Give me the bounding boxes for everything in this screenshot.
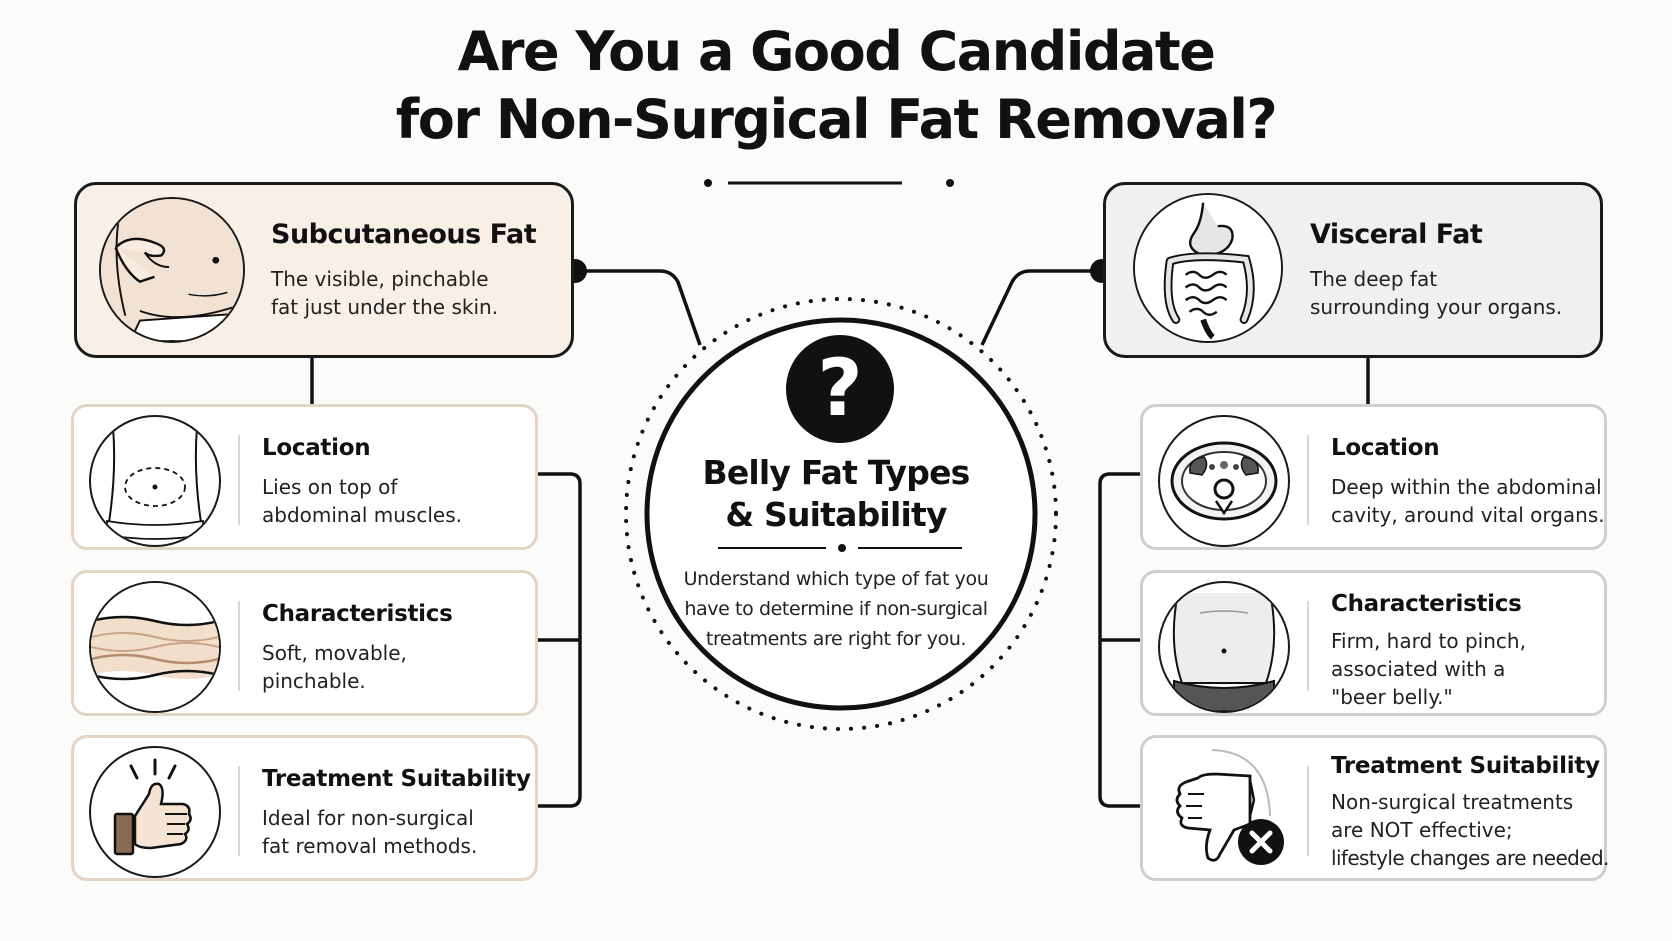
subcutaneous-fat-title: Subcutaneous Fat [271, 219, 537, 250]
pinched-belly-icon [99, 197, 245, 343]
treatment-suitability-text: Non-surgical treatments are NOT effectiv… [1331, 790, 1609, 870]
abdominal-cross-section-icon [1158, 415, 1290, 547]
location-text: Lies on top of abdominal muscles. [262, 475, 462, 527]
question-mark-icon: ? [786, 335, 894, 443]
center-title: Belly Fat Types & Suitability [702, 453, 970, 534]
digestive-organs-icon [1133, 193, 1283, 343]
card-divider [1307, 766, 1309, 856]
center-ring [644, 317, 1038, 711]
visceral-location-card: Location Deep within the abdominal cavit… [1140, 404, 1607, 550]
fat-layer-icon [89, 581, 221, 713]
subcutaneous-characteristics-card: Characteristics Soft, movable, pinchable… [71, 570, 538, 716]
location-text: Deep within the abdominal cavity, around… [1331, 475, 1605, 527]
visceral-fat-description: The deep fat surrounding your organs. [1310, 267, 1563, 319]
characteristics-text: Firm, hard to pinch, associated with a "… [1331, 629, 1526, 709]
center-description: Understand which type of fat you have to… [683, 568, 989, 650]
visceral-characteristics-card: Characteristics Firm, hard to pinch, ass… [1140, 570, 1607, 716]
subcutaneous-treatment-card: Treatment Suitability Ideal for non-surg… [71, 735, 538, 881]
card-divider [238, 435, 240, 525]
characteristics-text: Soft, movable, pinchable. [262, 641, 407, 693]
torso-outline-icon [89, 415, 221, 547]
card-divider [1307, 435, 1309, 525]
treatment-suitability-title: Treatment Suitability [1331, 753, 1600, 779]
page-title-line-1: Are You a Good Candidate [457, 20, 1216, 83]
thumbs-down-x-icon [1158, 746, 1286, 874]
visceral-fat-card: Visceral Fat The deep fat surrounding yo… [1103, 182, 1603, 358]
location-title: Location [262, 435, 371, 461]
card-divider [1307, 601, 1309, 691]
treatment-suitability-text: Ideal for non-surgical fat removal metho… [262, 806, 478, 858]
characteristics-title: Characteristics [262, 601, 453, 627]
beer-belly-icon [1158, 581, 1290, 713]
visceral-treatment-card: Treatment Suitability Non-surgical treat… [1140, 735, 1609, 881]
page-title-line-2: for Non-Surgical Fat Removal? [395, 88, 1278, 151]
subcutaneous-fat-description: The visible, pinchable fat just under th… [271, 267, 499, 319]
thumbs-up-icon [89, 746, 221, 878]
center-dotted-ring [624, 297, 1058, 731]
treatment-suitability-title: Treatment Suitability [262, 766, 531, 792]
visceral-fat-title: Visceral Fat [1310, 219, 1483, 250]
subcutaneous-location-card: Location Lies on top of abdominal muscle… [71, 404, 538, 550]
card-divider [238, 766, 240, 856]
characteristics-title: Characteristics [1331, 591, 1522, 617]
subcutaneous-fat-card: Subcutaneous Fat The visible, pinchable … [74, 182, 574, 358]
page-title: Are You a Good Candidate for Non-Surgica… [0, 18, 1672, 154]
card-divider [238, 601, 240, 691]
title-divider [704, 179, 954, 187]
location-title: Location [1331, 435, 1440, 461]
